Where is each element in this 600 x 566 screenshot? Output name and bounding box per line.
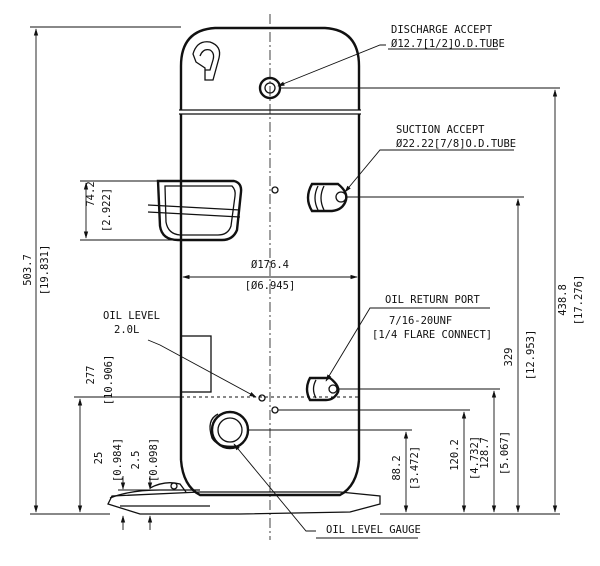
small-hole-lower (258, 394, 266, 402)
oil-return-thread: 7/16-20UNF (389, 315, 452, 327)
diameter-mm: Ø176.4 (251, 259, 289, 271)
discharge-height-in: [17.276] (573, 275, 585, 326)
leader-oil-return (325, 307, 384, 382)
sight-height-mm: 88.2 (391, 455, 403, 480)
oil-level-title: OIL LEVEL (103, 310, 160, 322)
discharge-height-mm: 438.8 (557, 284, 569, 316)
oil-return-fitting (305, 376, 340, 402)
oil-return-title: OIL RETURN PORT (385, 294, 481, 306)
oil-return-flare: [1/4 FLARE CONNECT] (372, 329, 492, 341)
gauge-height-in: [4.732] (469, 436, 481, 480)
small-hole-gauge (271, 406, 279, 414)
oil-level-in: [10.906] (103, 355, 115, 406)
discharge-title: DISCHARGE ACCEPT (391, 24, 493, 36)
main-shell (179, 114, 361, 460)
leader-suction (344, 149, 392, 193)
sight-glass (209, 410, 250, 450)
oil-gauge-panel (180, 335, 212, 393)
overall-height-mm: 503.7 (22, 254, 34, 286)
diameter-in: [Ø6.945] (245, 280, 296, 292)
leader-discharge (277, 44, 386, 87)
terminal-box (147, 179, 243, 242)
terminal-box-in: [2.922] (101, 188, 113, 232)
mounting-base (107, 482, 381, 515)
oil-return-height-mm: 128.7 (479, 437, 491, 469)
foot-mm: 2.5 (130, 451, 142, 470)
suction-fitting (306, 182, 348, 213)
suction-title: SUCTION ACCEPT (396, 124, 485, 136)
lifting-lug (192, 41, 221, 81)
leader-oil-gauge (233, 443, 316, 532)
oil-return-height-in: [5.067] (499, 431, 511, 475)
gauge-height-mm: 120.2 (449, 439, 461, 471)
foot-in: [0.098] (148, 438, 160, 482)
oil-level-value: 2.0L (114, 324, 139, 336)
leader-oil-level (147, 339, 257, 398)
overall-height-in: [19.831] (39, 245, 51, 296)
suction-height-in: [12.953] (525, 330, 537, 381)
suction-size: Ø22.22[7/8]O.D.TUBE (396, 138, 516, 150)
base-in: [0.984] (112, 438, 124, 482)
small-hole-upper (271, 186, 279, 194)
oil-level-mm: 277 (85, 366, 97, 385)
oil-level-gauge-label: OIL LEVEL GAUGE (326, 524, 421, 536)
suction-height-mm: 329 (503, 348, 515, 367)
discharge-size: Ø12.7[1/2]O.D.TUBE (391, 38, 505, 50)
terminal-box-mm: 74.2 (85, 181, 97, 206)
sight-height-in: [3.472] (409, 446, 421, 490)
base-mm: 25 (93, 452, 105, 465)
